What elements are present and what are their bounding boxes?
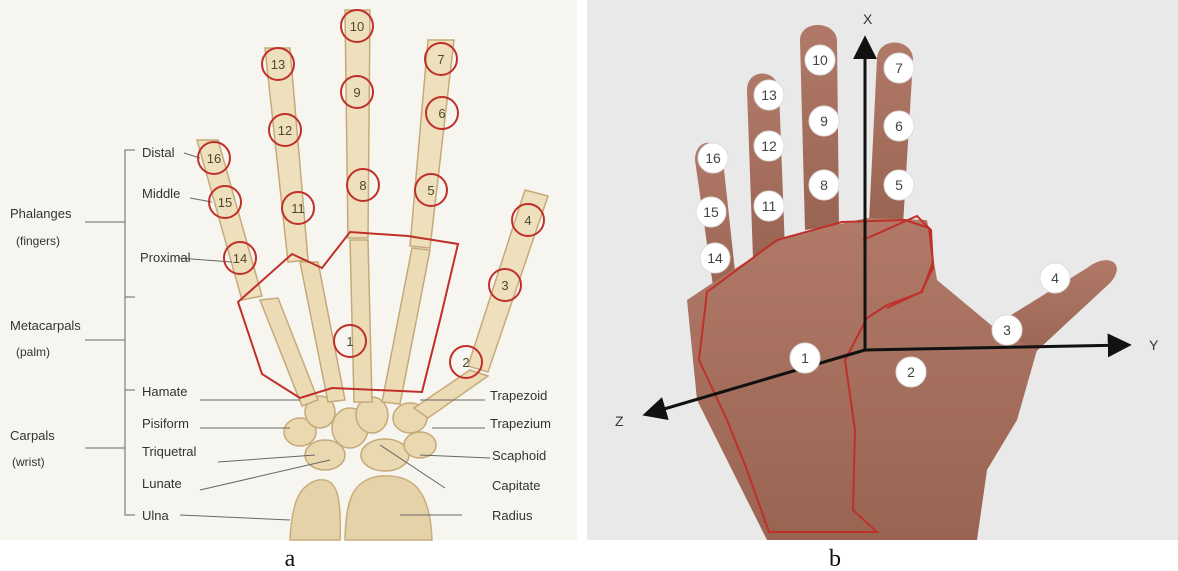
metacarpals-label: Metacarpals xyxy=(10,318,81,333)
joint-marker-b-10: 10 xyxy=(805,45,835,75)
marker-number: 14 xyxy=(233,251,247,266)
marker-number: 1 xyxy=(346,334,353,349)
joint-marker-b-1: 1 xyxy=(790,343,820,373)
caption-b: b xyxy=(829,546,841,571)
marker-number: 12 xyxy=(278,123,292,138)
marker-number: 15 xyxy=(218,195,232,210)
joint-marker-b-12: 12 xyxy=(754,131,784,161)
joint-marker-b-15: 15 xyxy=(696,197,726,227)
marker-number: 16 xyxy=(705,150,721,166)
metacarpals-sublabel: (palm) xyxy=(16,345,50,359)
marker-number: 1 xyxy=(801,350,809,366)
marker-number: 5 xyxy=(427,183,434,198)
lunate-label: Lunate xyxy=(142,476,182,491)
carpals-label: Carpals xyxy=(10,428,55,443)
trapezium-label: Trapezium xyxy=(490,416,551,431)
phalanges-sublabel: (fingers) xyxy=(16,234,60,248)
marker-number: 3 xyxy=(501,278,508,293)
marker-number: 10 xyxy=(350,19,364,34)
trapezoid-label: Trapezoid xyxy=(490,388,547,403)
marker-number: 4 xyxy=(1051,270,1059,286)
x-axis-label: X xyxy=(863,11,873,27)
marker-number: 8 xyxy=(820,177,828,193)
marker-number: 14 xyxy=(707,250,723,266)
marker-number: 4 xyxy=(524,213,531,228)
joint-marker-b-16: 16 xyxy=(698,143,728,173)
scaphoid-label: Scaphoid xyxy=(492,448,546,463)
carpals-sublabel: (wrist) xyxy=(12,455,45,469)
middle-label: Middle xyxy=(142,186,180,201)
joint-marker-b-2: 2 xyxy=(896,357,926,387)
marker-number: 7 xyxy=(437,52,444,67)
joint-marker-b-13: 13 xyxy=(754,80,784,110)
proximal-label: Proximal xyxy=(140,250,191,265)
phalanges-label: Phalanges xyxy=(10,206,72,221)
marker-number: 11 xyxy=(762,198,777,214)
marker-number: 9 xyxy=(353,85,360,100)
joint-marker-b-3: 3 xyxy=(992,315,1022,345)
capitate-label: Capitate xyxy=(492,478,540,493)
z-axis-label: Z xyxy=(615,413,624,429)
pisiform-label: Pisiform xyxy=(142,416,189,431)
marker-number: 11 xyxy=(291,201,305,216)
marker-number: 2 xyxy=(462,355,469,370)
joint-marker-b-9: 9 xyxy=(809,106,839,136)
marker-number: 2 xyxy=(907,364,915,380)
joint-marker-b-4: 4 xyxy=(1040,263,1070,293)
joint-marker-b-11: 11 xyxy=(754,191,784,221)
marker-number: 15 xyxy=(703,204,719,220)
forearm-bones xyxy=(290,476,432,540)
hamate-label: Hamate xyxy=(142,384,188,399)
joint-marker-b-7: 7 xyxy=(884,53,914,83)
marker-number: 13 xyxy=(271,57,285,72)
marker-number: 10 xyxy=(812,52,828,68)
marker-number: 6 xyxy=(438,106,445,121)
ulna-label: Ulna xyxy=(142,508,170,523)
marker-number: 13 xyxy=(761,87,777,103)
marker-number: 8 xyxy=(359,178,366,193)
triquetral-label: Triquetral xyxy=(142,444,197,459)
marker-number: 16 xyxy=(207,151,221,166)
marker-number: 9 xyxy=(820,113,828,129)
y-axis-label: Y xyxy=(1149,337,1159,353)
marker-number: 3 xyxy=(1003,322,1011,338)
joint-marker-b-6: 6 xyxy=(884,111,914,141)
marker-number: 5 xyxy=(895,177,903,193)
caption-a: a xyxy=(285,546,296,571)
joint-marker-b-5: 5 xyxy=(884,170,914,200)
joint-marker-b-14: 14 xyxy=(700,243,730,273)
marker-number: 12 xyxy=(761,138,777,154)
distal-label: Distal xyxy=(142,145,175,160)
joint-marker-b-8: 8 xyxy=(809,170,839,200)
skeletal-hand-diagram: Phalanges (fingers) Metacarpals (palm) C… xyxy=(0,0,577,571)
radius-label: Radius xyxy=(492,508,533,523)
marker-number: 6 xyxy=(895,118,903,134)
marker-number: 7 xyxy=(895,60,903,76)
